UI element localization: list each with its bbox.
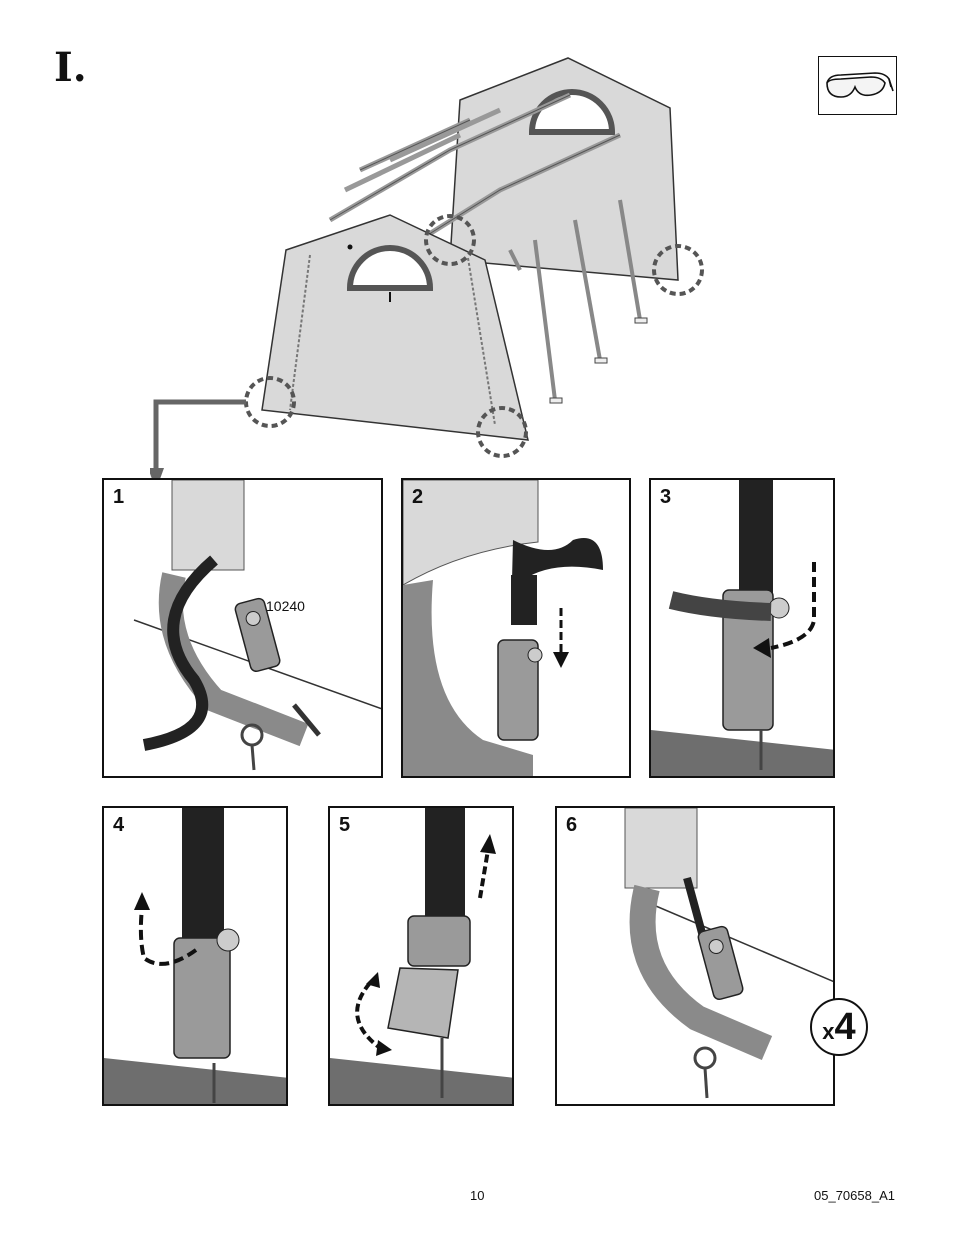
part-number-label: 10240 [266,598,305,614]
document-code: 05_70658_A1 [814,1188,895,1203]
step-number: 1 [113,486,124,509]
step-number: 3 [660,486,671,509]
multiplier-prefix: x [822,1019,834,1045]
step-panel-5: 5 [328,806,514,1106]
section-letter: I. [54,48,87,88]
page-number: 10 [470,1188,484,1203]
step-panel-1: 1 10240 [102,478,383,778]
step-panel-6: 6 [555,806,835,1106]
step-panel-4: 4 [102,806,288,1106]
shelter-frame-icon [150,50,710,490]
step-panel-3: 3 [649,478,835,778]
step-number: 2 [412,486,423,509]
safety-goggles-icon [818,56,897,115]
multiplier-value: 4 [835,1006,856,1049]
step-panel-2: 2 [401,478,631,778]
step-number: 5 [339,814,350,837]
quantity-multiplier-badge: x 4 [810,998,868,1056]
step-number: 4 [113,814,124,837]
step-number: 6 [566,814,577,837]
